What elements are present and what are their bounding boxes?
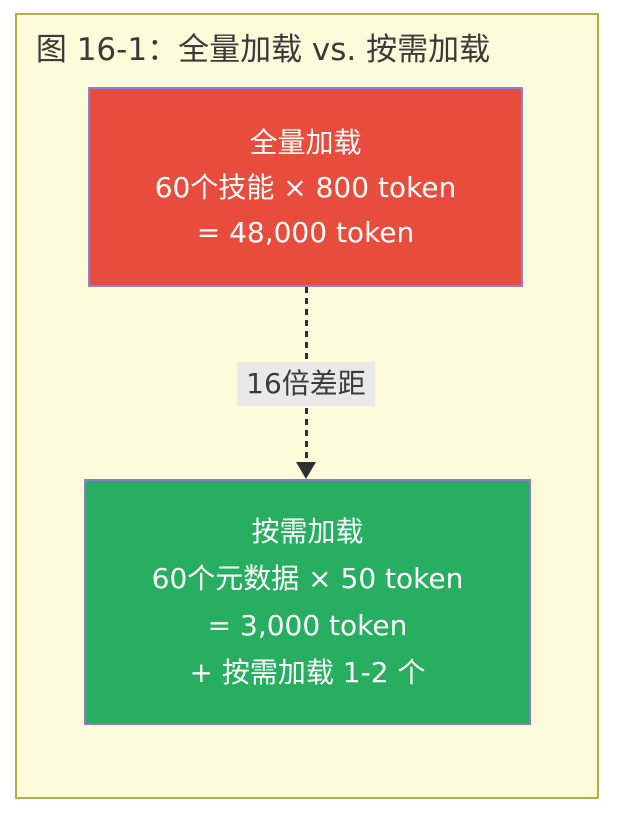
arrow-head-icon — [296, 462, 316, 479]
figure-frame: 图 16-1：全量加载 vs. 按需加载 全量加载 60个技能 × 800 to… — [15, 13, 599, 799]
full-load-box-title: 全量加载 — [249, 125, 362, 159]
on-demand-box-extra: + 按需加载 1-2 个 — [189, 656, 426, 689]
gap-label: 16倍差距 — [237, 362, 375, 406]
figure-title-text: 图 16-1：全量加载 vs. 按需加载 — [35, 32, 491, 68]
figure-title: 图 16-1：全量加载 vs. 按需加载 — [17, 24, 597, 69]
full-load-box-result: = 48,000 token — [196, 215, 415, 249]
on-demand-box-title: 按需加载 — [251, 515, 364, 548]
on-demand-box-formula: 60个元数据 × 50 token — [151, 562, 464, 595]
on-demand-box-result: = 3,000 token — [207, 609, 408, 642]
full-load-box-formula: 60个技能 × 800 token — [154, 170, 457, 204]
on-demand-box: 按需加载 60个元数据 × 50 token = 3,000 token + 按… — [84, 479, 531, 725]
full-load-box: 全量加载 60个技能 × 800 token = 48,000 token — [88, 87, 523, 287]
